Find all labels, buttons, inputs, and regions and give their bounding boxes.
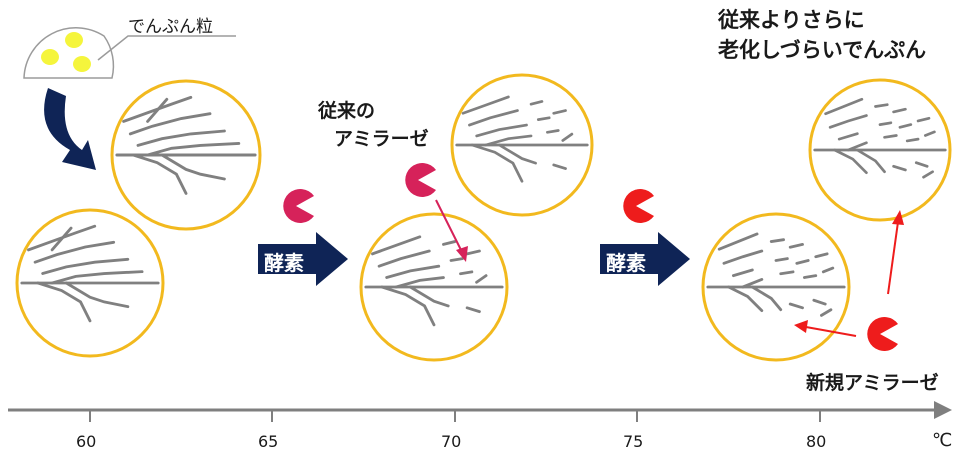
starch-circle-1a: [110, 79, 262, 231]
starch-circle-3a: [808, 78, 952, 222]
conventional-enzyme-pointer: [435, 199, 468, 262]
new-amylase-label: 新規アミラーゼ: [806, 372, 939, 394]
enzyme-label-2: 酵素: [606, 251, 646, 275]
starch-circle-2b: [359, 212, 509, 362]
axis-tick-75: 75: [623, 432, 644, 451]
starch-circle-1b: [15, 208, 165, 358]
starch-circle-3b: [701, 212, 851, 362]
granule-label-leader: [97, 35, 236, 61]
starch-granule-label: でんぷん粒: [128, 17, 213, 37]
new-enzyme-icon-1: [623, 189, 654, 223]
result-line-1: 従来よりさらに: [718, 8, 865, 32]
axis-tick-60: 60: [76, 432, 97, 451]
new-enzyme-pointer-up: [887, 210, 904, 295]
axis-tick-70: 70: [441, 432, 462, 451]
new-enzyme-pointer-left: [794, 320, 857, 337]
conventional-amylase-line-2: アミラーゼ: [334, 128, 429, 150]
result-line-2: 老化しづらいでんぷん: [718, 38, 927, 62]
starch-granule-icon: [23, 27, 115, 79]
conventional-enzyme-icon-1: [283, 188, 314, 224]
conventional-amylase-line-1: 従来の: [318, 100, 376, 122]
temperature-axis: [8, 401, 952, 422]
axis-unit: ℃: [932, 430, 953, 451]
axis-tick-65: 65: [258, 432, 279, 451]
axis-tick-80: 80: [806, 432, 827, 451]
enzyme-label-1: 酵素: [264, 251, 304, 275]
curved-arrow-icon: [44, 88, 96, 170]
starch-circle-2a: [450, 73, 594, 217]
new-enzyme-icon-2: [867, 317, 898, 351]
conventional-enzyme-icon-2: [405, 163, 436, 198]
